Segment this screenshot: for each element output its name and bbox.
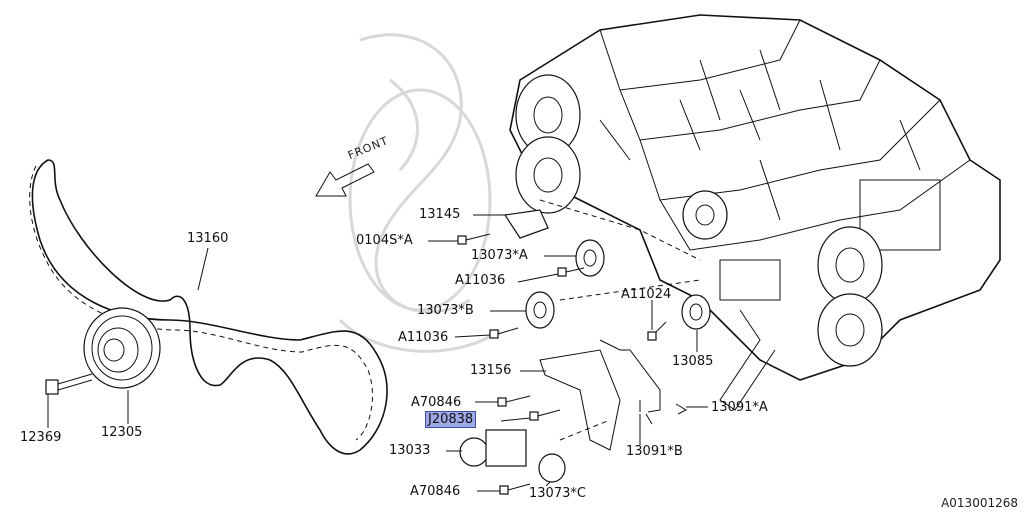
part-label-13085[interactable]: 13085 xyxy=(672,354,714,369)
bolts xyxy=(457,233,667,495)
part-label-a11024[interactable]: A11024 xyxy=(621,287,672,302)
part-label-13073-c[interactable]: 13073*C xyxy=(529,486,586,501)
front-arrow-icon xyxy=(315,163,375,197)
part-label-13091-a[interactable]: 13091*A xyxy=(711,400,768,415)
timing-belt xyxy=(29,159,388,455)
part-label-a11036-upper[interactable]: A11036 xyxy=(455,273,506,288)
engine-block xyxy=(315,14,1001,411)
belt-idlers xyxy=(459,209,711,483)
part-label-12305[interactable]: 12305 xyxy=(101,425,143,440)
part-label-13073-a[interactable]: 13073*A xyxy=(471,248,528,263)
part-label-a70846-lower[interactable]: A70846 xyxy=(410,484,461,499)
part-label-13033[interactable]: 13033 xyxy=(389,443,431,458)
watermark-logo xyxy=(338,33,501,353)
part-label-a70846-upper[interactable]: A70846 xyxy=(411,395,462,410)
part-label-13091-b[interactable]: 13091*B xyxy=(626,444,683,459)
part-label-j20838-selected[interactable]: J20838 xyxy=(425,411,477,428)
figure-id: A013001268 xyxy=(941,496,1018,510)
part-label-13073-b[interactable]: 13073*B xyxy=(417,303,474,318)
part-label-13160[interactable]: 13160 xyxy=(187,231,229,246)
part-label-13145[interactable]: 13145 xyxy=(419,207,461,222)
leader-lines xyxy=(47,199,708,492)
crank-pulley xyxy=(83,307,161,389)
part-label-a11036-lower[interactable]: A11036 xyxy=(398,330,449,345)
crank-bolt xyxy=(45,373,93,395)
part-label-12369[interactable]: 12369 xyxy=(20,430,62,445)
part-label-13156[interactable]: 13156 xyxy=(470,363,512,378)
part-label-0104s-a[interactable]: 0104S*A xyxy=(356,233,413,248)
